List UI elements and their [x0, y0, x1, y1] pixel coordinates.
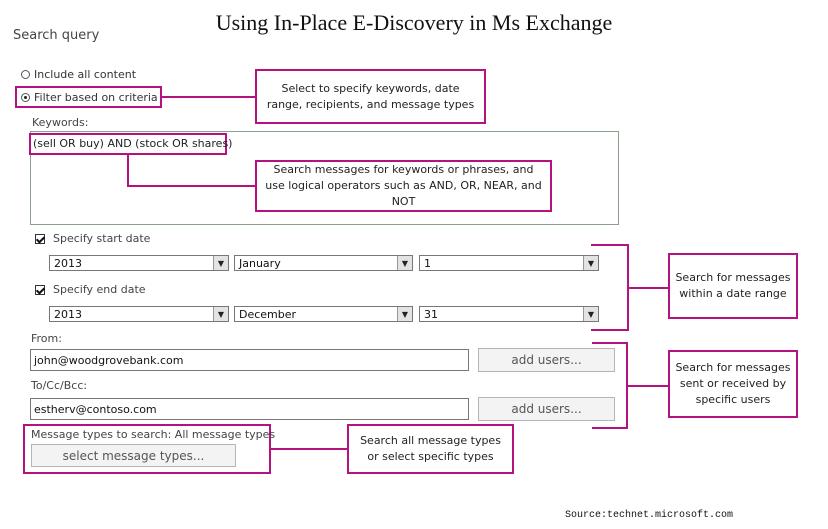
callout-filter: Select to specify keywords, date range, … [255, 69, 486, 124]
chevron-down-icon[interactable]: ▼ [397, 307, 412, 321]
start-date-row[interactable]: Specify start date [35, 232, 150, 245]
from-add-users-button[interactable]: add users... [478, 348, 615, 372]
start-date-checkbox[interactable] [35, 233, 45, 244]
end-year-select[interactable]: 2013 ▼ [49, 306, 229, 322]
start-year-value: 2013 [54, 256, 82, 270]
callout-keywords: Search messages for keywords or phrases,… [255, 160, 552, 212]
callout-connector [127, 185, 257, 187]
filter-label: Filter based on criteria [34, 91, 158, 104]
callout-types: Search all message types or select speci… [347, 424, 514, 474]
date-bracket [591, 244, 629, 246]
callout-connector [271, 448, 349, 450]
callout-connector [162, 96, 256, 98]
from-input[interactable]: john@woodgrovebank.com [30, 349, 469, 371]
end-date-label: Specify end date [53, 283, 146, 296]
end-day-value: 31 [424, 307, 438, 321]
start-month-value: January [239, 256, 281, 270]
chevron-down-icon[interactable]: ▼ [213, 256, 228, 270]
users-bracket [592, 427, 628, 429]
from-label: From: [31, 332, 62, 345]
keywords-label: Keywords: [32, 116, 89, 129]
include-all-label: Include all content [34, 68, 137, 81]
start-day-value: 1 [424, 256, 431, 270]
end-month-select[interactable]: December ▼ [234, 306, 413, 322]
callout-dates: Search for messages within a date range [668, 253, 798, 319]
chevron-down-icon[interactable]: ▼ [397, 256, 412, 270]
keywords-value: (sell OR buy) AND (stock OR shares) [33, 137, 233, 150]
include-all-option[interactable]: Include all content [21, 68, 136, 81]
callout-connector [127, 154, 129, 186]
source-credit: Source:technet.microsoft.com [565, 510, 734, 521]
message-types-label: Message types to search: All message typ… [31, 428, 276, 441]
to-label: To/Cc/Bcc: [31, 379, 88, 392]
callout-connector [627, 385, 670, 387]
start-month-select[interactable]: January ▼ [234, 255, 413, 271]
filter-radio[interactable] [21, 93, 30, 102]
chevron-down-icon[interactable]: ▼ [583, 307, 598, 321]
select-message-types-button[interactable]: select message types... [31, 444, 236, 467]
users-bracket [592, 342, 628, 344]
callout-users: Search for messages sent or received by … [668, 350, 798, 418]
chevron-down-icon[interactable]: ▼ [213, 307, 228, 321]
start-day-select[interactable]: 1 ▼ [419, 255, 599, 271]
start-year-select[interactable]: 2013 ▼ [49, 255, 229, 271]
chevron-down-icon[interactable]: ▼ [583, 256, 598, 270]
start-date-label: Specify start date [53, 232, 151, 245]
end-date-checkbox[interactable] [35, 284, 45, 295]
to-add-users-button[interactable]: add users... [478, 397, 615, 421]
include-all-radio[interactable] [21, 70, 30, 79]
end-year-value: 2013 [54, 307, 82, 321]
section-title: Search query [13, 28, 100, 43]
end-day-select[interactable]: 31 ▼ [419, 306, 599, 322]
date-bracket [591, 329, 629, 331]
filter-highlight-box [15, 86, 162, 108]
page-title: Using In-Place E-Discovery in Ms Exchang… [215, 10, 613, 35]
filter-option[interactable]: Filter based on criteria [21, 91, 158, 104]
end-date-row[interactable]: Specify end date [35, 283, 146, 296]
callout-connector [628, 287, 670, 289]
end-month-value: December [239, 307, 297, 321]
to-input[interactable]: estherv@contoso.com [30, 398, 469, 420]
